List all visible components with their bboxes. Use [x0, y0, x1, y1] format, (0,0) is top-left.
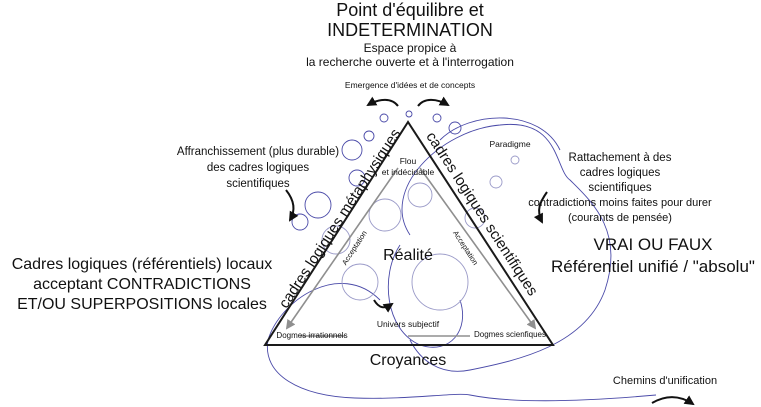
left-big-line2: acceptant CONTRADICTIONS — [33, 276, 251, 293]
bubble — [304, 191, 332, 219]
emergence-arrow-left — [366, 96, 399, 107]
right-loop-upper — [439, 117, 561, 151]
left-big-line1: Cadres logiques (référentiels) locaux — [11, 256, 273, 273]
bubbles — [291, 110, 520, 311]
apex-line1: Flou — [399, 156, 417, 166]
rattachement-line2: cadres logiques — [579, 167, 661, 179]
rattachement-line5: (courants de pensée) — [568, 212, 672, 224]
rattachement-line4: contradictions moins faites pour durer — [528, 197, 712, 209]
affranchissement-line3: scientifiques — [226, 178, 290, 190]
inner-arrows — [285, 167, 537, 337]
bubble — [405, 110, 413, 118]
emergence-label: Emergence d'idées et de concepts — [344, 80, 476, 90]
affranchissement-line2: des cadres logiques — [206, 162, 310, 174]
black-arrows — [285, 96, 695, 406]
left-big-line3: ET/OU SUPERPOSITIONS locales — [17, 296, 267, 313]
univers-label: Univers subjectif — [376, 319, 440, 329]
rattachement-arrow — [533, 191, 548, 224]
bubble — [407, 182, 433, 208]
apex-line2: et indécidable — [381, 167, 435, 177]
subtitle-line2: la recherche ouverte et à l'interrogatio… — [306, 55, 514, 69]
dogmes-left-label: Dogmes irrationnels — [276, 331, 348, 340]
emergence-arrow-right — [417, 96, 450, 107]
chemins-arrow — [651, 395, 695, 406]
right-loop — [401, 123, 612, 372]
dogmes-right-label: Dogmes scienfiques — [473, 330, 547, 339]
rattachement-line3: scientifiques — [588, 182, 652, 194]
flow-loops — [266, 117, 657, 402]
bubble — [348, 169, 366, 187]
title-line2: INDETERMINATION — [327, 20, 493, 40]
right-big-line1: VRAI OU FAUX — [593, 235, 713, 254]
bubble — [379, 113, 389, 123]
croyances-label: Croyances — [369, 352, 447, 369]
bubble — [411, 253, 469, 311]
paradigme-label: Paradigme — [489, 139, 531, 149]
acceptance-arrow-left — [285, 167, 399, 330]
acceptance-arrow-right — [419, 167, 537, 330]
bubble — [341, 263, 379, 301]
center-curl-arrow — [373, 299, 394, 313]
bubble — [368, 198, 402, 232]
bubble — [489, 175, 503, 189]
bubble — [291, 213, 309, 231]
bottom-left-loop — [266, 282, 657, 402]
bubble — [363, 130, 375, 142]
affranchissement-arrow — [285, 189, 299, 222]
bubble — [341, 139, 363, 161]
bubble — [321, 225, 351, 255]
main-triangle — [263, 120, 555, 346]
rattachement-line1: Rattachement à des — [568, 152, 672, 164]
bubble — [448, 121, 462, 135]
right-big-line2: Référentiel unifié / "absolu" — [551, 257, 755, 276]
subtitle-line1: Espace propice à — [363, 41, 457, 55]
chemins-label: Chemins d'unification — [612, 375, 718, 387]
bubble — [510, 155, 520, 165]
title-line1: Point d'équilibre et — [336, 0, 484, 20]
center-label: Réalité — [383, 247, 433, 264]
affranchissement-line1: Affranchissement (plus durable) — [176, 146, 340, 158]
bubble — [432, 113, 442, 123]
bubble — [464, 207, 486, 229]
